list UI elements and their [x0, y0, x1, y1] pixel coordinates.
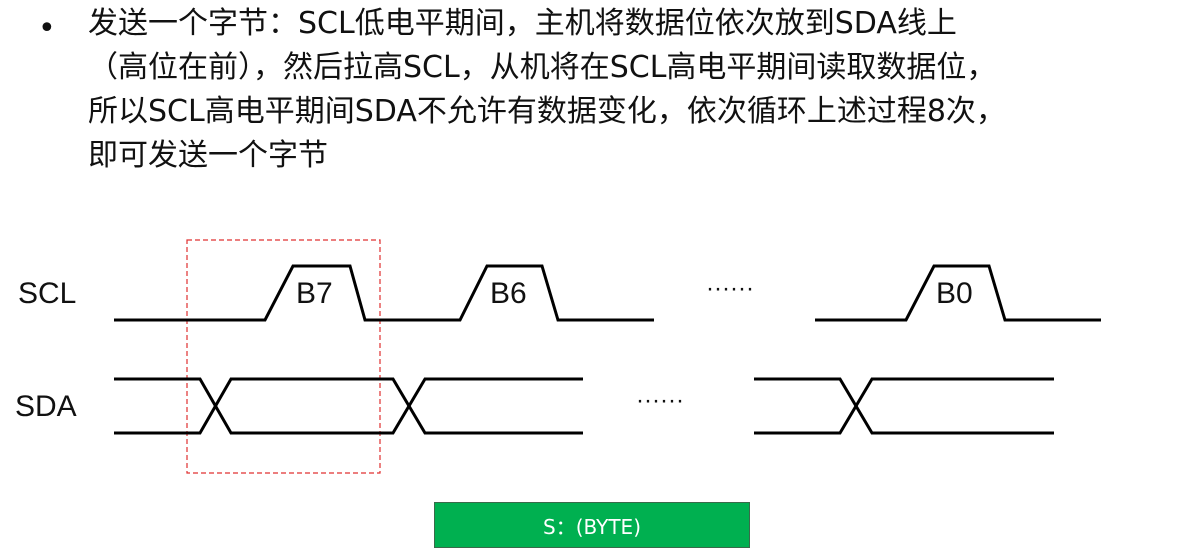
bit-label-b0: B0 [936, 277, 973, 310]
sda-wave-top-1 [114, 377, 583, 435]
sda-wave-top-2 [754, 377, 1054, 435]
description-text: 发送一个字节：SCL低电平期间，主机将数据位依次放到SDA线上 （高位在前），然… [88, 2, 1188, 178]
sda-wave-bottom-1 [114, 377, 583, 435]
scl-wave-segment-1 [114, 264, 654, 322]
sda-label: SDA [15, 390, 77, 423]
scl-ellipsis: ······ [706, 275, 754, 302]
bit-highlight-frame [186, 239, 381, 474]
byte-box-label: S：(BYTE) [543, 514, 641, 539]
bit-label-b7: B7 [296, 277, 333, 310]
description-line-4: 即可发送一个字节 [88, 138, 328, 173]
sda-ellipsis: ······ [636, 387, 684, 414]
scl-wave-segment-2 [815, 264, 1101, 322]
description-line-3: 所以SCL高电平期间SDA不允许有数据变化，依次循环上述过程8次， [88, 94, 1006, 129]
bullet-marker: • [38, 11, 56, 46]
scl-label: SCL [18, 277, 76, 310]
byte-box: S：(BYTE) [434, 502, 750, 548]
bit-label-b6: B6 [490, 277, 527, 310]
sda-wave-bottom-2 [754, 377, 1054, 435]
description-line-2: （高位在前），然后拉高SCL，从机将在SCL高电平期间读取数据位， [88, 50, 997, 85]
description-line-1: 发送一个字节：SCL低电平期间，主机将数据位依次放到SDA线上 [88, 6, 957, 41]
